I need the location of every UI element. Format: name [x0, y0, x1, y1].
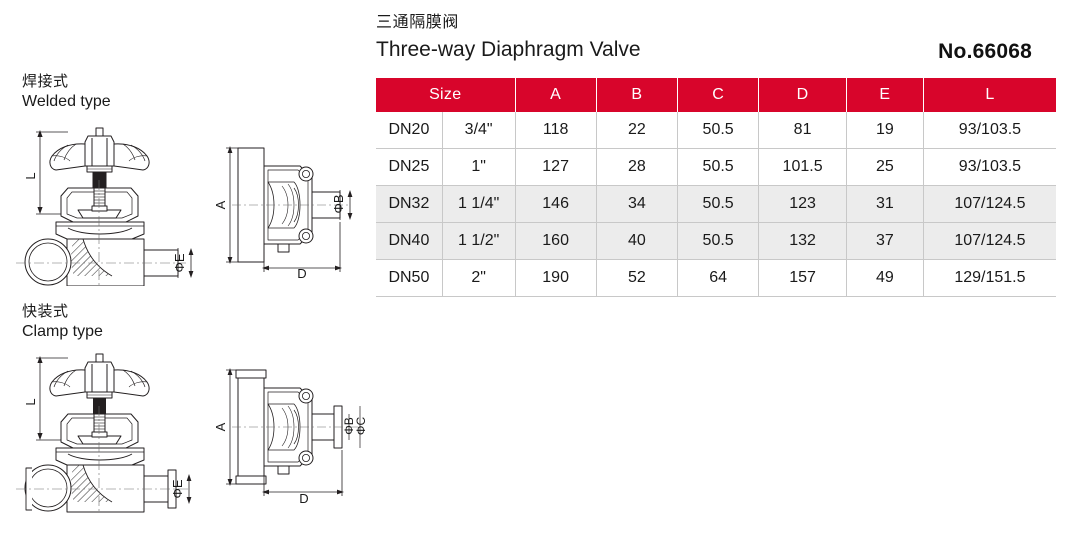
clamp-side-view-drawing: A ΦB ΦC D [208, 362, 370, 506]
dim-label-phi-E: ΦE [170, 479, 185, 498]
cell-c: 64 [677, 259, 760, 297]
title-block: 三通隔膜阀 Three-way Diaphragm Valve No.66068 [376, 12, 1056, 70]
cell-e: 49 [846, 259, 924, 297]
dim-label-phi-B: ΦB [342, 417, 356, 435]
cell-a: 118 [515, 112, 597, 149]
dim-label-L: L [23, 172, 38, 179]
cell-inch: 1 1/2" [442, 222, 516, 260]
cell-inch: 2" [442, 259, 516, 297]
cell-l: 93/103.5 [958, 158, 1022, 175]
cell-dn: DN50 [376, 259, 443, 297]
cell-inch: 1" [442, 148, 516, 186]
welded-front-view-drawing: L ΦE [8, 126, 208, 286]
spec-table-wrapper: Size A B C D E L DN20 3/4" 118 22 [376, 78, 1056, 297]
dim-label-phi-E: ΦE [172, 253, 187, 272]
header-cell-l: L [923, 78, 1056, 112]
table-header: Size A B C D E L [376, 78, 1056, 112]
table-row: DN25 1" 127 28 50.5 101.5 25 93/103.5 [376, 148, 1056, 186]
cell-dn: DN32 [376, 185, 443, 223]
table-row: DN20 3/4" 118 22 50.5 81 19 93/103.5 [376, 112, 1056, 149]
cell-inch: 1 1/4" [442, 185, 516, 223]
header-cell-size: Size [376, 78, 516, 112]
cell-a: 160 [515, 222, 597, 260]
cell-b: 40 [596, 222, 679, 260]
cell-b: 34 [596, 185, 679, 223]
cell-inch: 3/4" [442, 112, 516, 149]
cell-a: 127 [515, 148, 597, 186]
cell-e: 31 [846, 185, 924, 223]
cell-b: 52 [596, 259, 679, 297]
cell-e: 25 [846, 148, 924, 186]
cell-l: 129/151.5 [954, 269, 1026, 286]
cell-dn: DN25 [376, 148, 443, 186]
cell-d: 101.5 [758, 148, 847, 186]
clamp-front-view-drawing: L ΦE [8, 352, 208, 514]
spec-panel: 三通隔膜阀 Three-way Diaphragm Valve No.66068… [376, 0, 1080, 551]
welded-type-label-cn: 焊接式 [22, 73, 69, 90]
clamp-type-label: 快装式 Clamp type [22, 302, 103, 342]
cell-dn: DN40 [376, 222, 443, 260]
cell-e: 19 [846, 112, 924, 149]
cell-b: 22 [596, 112, 679, 149]
product-title-cn: 三通隔膜阀 [376, 14, 460, 31]
cell-c: 50.5 [677, 185, 760, 223]
dim-label-D: D [299, 491, 308, 506]
dim-label-phi-C: ΦC [354, 417, 368, 436]
table-header-row: Size A B C D E L [376, 78, 1056, 112]
welded-type-label: 焊接式 Welded type [22, 72, 111, 112]
clamp-type-label-en: Clamp type [22, 323, 103, 340]
cell-d: 81 [758, 112, 847, 149]
welded-side-view-drawing: A ΦB D [208, 140, 366, 280]
dim-label-L: L [23, 398, 38, 405]
welded-type-label-en: Welded type [22, 93, 111, 110]
dim-label-D: D [297, 266, 306, 280]
dim-label-A: A [213, 200, 228, 209]
header-cell-c: C [677, 78, 760, 112]
dimension-table: Size A B C D E L DN20 3/4" 118 22 [376, 78, 1056, 297]
table-row: DN50 2" 190 52 64 157 49 129/151.5 [376, 259, 1056, 297]
product-title-en: Three-way Diaphragm Valve [376, 38, 641, 61]
cell-l: 93/103.5 [958, 121, 1022, 138]
cell-a: 190 [515, 259, 597, 297]
cell-l: 107/124.5 [923, 222, 1056, 260]
cell-l: 107/124.5 [923, 185, 1056, 223]
cell-b: 28 [596, 148, 679, 186]
cell-d: 157 [758, 259, 847, 297]
cell-d: 123 [758, 185, 847, 223]
cell-dn: DN20 [376, 112, 443, 149]
cell-e: 37 [846, 222, 924, 260]
table-row: DN32 1 1/4" 146 34 50.5 123 31 107/124.5 [376, 185, 1056, 223]
table-body: DN20 3/4" 118 22 50.5 81 19 93/103.5 DN2… [376, 112, 1056, 297]
header-cell-d: D [758, 78, 847, 112]
cell-c: 50.5 [677, 112, 760, 149]
dim-label-phi-B: ΦB [331, 194, 346, 213]
model-number: No.66068 [938, 40, 1032, 63]
drawings-column: 焊接式 Welded type [0, 0, 372, 551]
table-row: DN40 1 1/2" 160 40 50.5 132 37 107/124.5 [376, 222, 1056, 260]
header-cell-b: B [596, 78, 679, 112]
cell-a: 146 [515, 185, 597, 223]
header-cell-a: A [515, 78, 597, 112]
cell-c: 50.5 [677, 222, 760, 260]
clamp-type-label-cn: 快装式 [22, 303, 69, 320]
cell-c: 50.5 [677, 148, 760, 186]
header-cell-e: E [846, 78, 924, 112]
dim-label-A: A [213, 422, 228, 431]
cell-d: 132 [758, 222, 847, 260]
